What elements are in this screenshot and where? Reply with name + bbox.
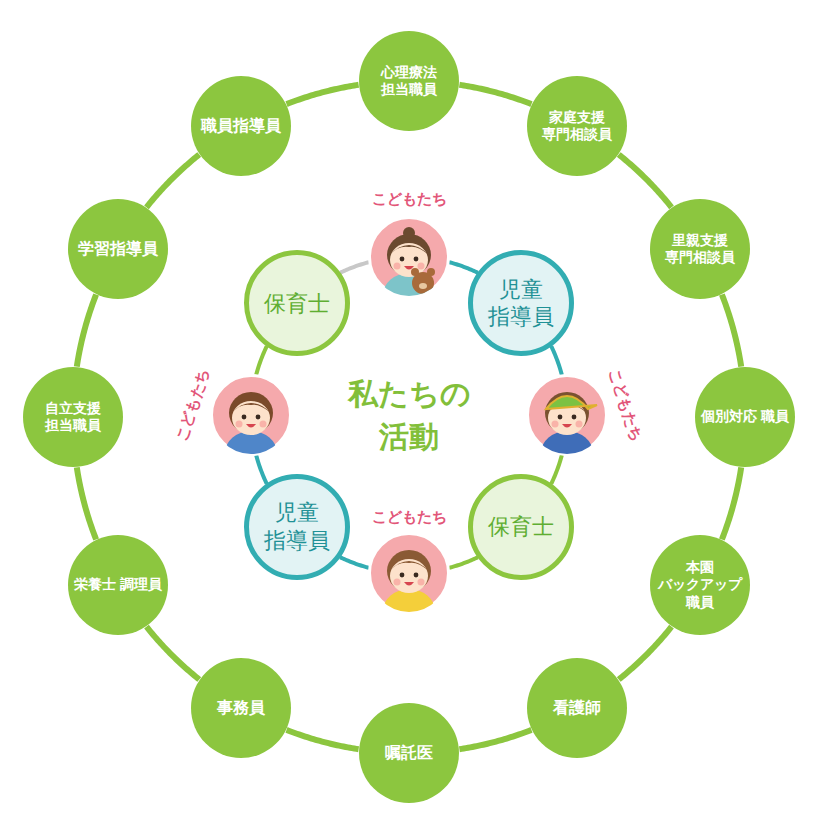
children-circle: こどもたち — [368, 532, 450, 614]
role-name: 里親支援 専門相談員 — [655, 232, 745, 267]
inner-connector — [449, 262, 478, 273]
ring-connector — [459, 85, 531, 104]
circle-outline — [468, 250, 574, 356]
role-name: 本園 バックアップ 職員 — [655, 559, 745, 612]
circle-shape — [68, 199, 168, 299]
circle-shape — [695, 367, 795, 467]
children-label: こどもたち — [372, 508, 447, 527]
ring-connector — [722, 295, 741, 367]
role-name: 個別対応 職員 — [701, 408, 790, 426]
circle-shape — [359, 31, 459, 131]
role-name: 心理療法 担当職員 — [364, 64, 454, 99]
circle-outline — [368, 216, 450, 298]
role-name: 児童 指導員 — [481, 276, 561, 331]
ring-connector — [77, 467, 96, 539]
staff-circle: 嘱託医 — [359, 703, 459, 803]
child-illustration — [225, 392, 277, 475]
ring-connector — [722, 467, 741, 539]
children-circle: こどもたち — [368, 216, 450, 298]
staff-circle: 心理療法 担当職員 — [359, 31, 459, 131]
circle-shape — [650, 199, 750, 299]
staff-circle: 家庭支援 専門相談員 — [527, 76, 627, 176]
circle-shape — [247, 476, 348, 577]
circle-shape — [470, 476, 571, 577]
staff-circle: 職員指導員 — [191, 76, 291, 176]
role-name: 保育士 — [264, 290, 330, 318]
inner-connector — [449, 557, 478, 568]
child-illustration — [541, 392, 597, 475]
circle-shape — [470, 253, 571, 354]
ring-connector — [77, 295, 96, 367]
role-name: 嘱託医 — [385, 743, 433, 763]
child-illustration — [383, 550, 435, 633]
circle-shape — [247, 253, 348, 354]
children-label: こどもたち — [372, 190, 447, 209]
inner-connector — [256, 346, 267, 375]
inner-connector — [340, 262, 369, 273]
children-circle: こどもたち — [210, 374, 292, 456]
role-name: 児童 指導員 — [257, 499, 337, 554]
circle-shape — [191, 76, 291, 176]
role-name: 学習指導員 — [78, 239, 158, 259]
inner-connector — [551, 455, 562, 484]
staff-circle: 個別対応 職員 — [695, 367, 795, 467]
circle-outline — [526, 374, 608, 456]
role-circle: 児童 指導員 — [244, 474, 350, 580]
role-name: 職員指導員 — [201, 116, 281, 136]
child-illustration — [383, 227, 435, 317]
children-label: こどもたち — [172, 366, 213, 443]
staff-circle: 本園 バックアップ 職員 — [650, 535, 750, 635]
circle-outline — [244, 474, 350, 580]
inner-connector — [340, 557, 369, 568]
center-title: 私たちの 活動 — [334, 372, 484, 459]
inner-connector — [551, 346, 562, 375]
role-circle: 保育士 — [468, 474, 574, 580]
ring-connector — [459, 730, 531, 749]
role-circle: 児童 指導員 — [468, 250, 574, 356]
circle-outline — [210, 374, 292, 456]
staff-circle: 事務員 — [191, 658, 291, 758]
staff-circle: 自立支援 担当職員 — [23, 367, 123, 467]
ring-connector — [147, 627, 200, 680]
ring-connector — [147, 155, 200, 208]
circle-shape — [359, 703, 459, 803]
ring-connector — [619, 155, 672, 208]
role-name: 保育士 — [488, 513, 554, 541]
role-name: 事務員 — [217, 698, 265, 718]
circle-shape — [23, 367, 123, 467]
children-label: こどもたち — [604, 366, 645, 443]
circle-shape — [527, 76, 627, 176]
circle-shape — [650, 535, 750, 635]
ring-connector — [619, 627, 672, 680]
children-circle: こどもたち — [526, 374, 608, 456]
circle-shape — [191, 658, 291, 758]
staff-circle: 看護師 — [527, 658, 627, 758]
role-name: 栄養士 調理員 — [74, 576, 163, 594]
role-name: 家庭支援 専門相談員 — [532, 109, 622, 144]
staff-circle: 里親支援 専門相談員 — [650, 199, 750, 299]
ring-connector — [287, 730, 359, 749]
role-circle: 保育士 — [244, 250, 350, 356]
role-name: 自立支援 担当職員 — [28, 400, 118, 435]
inner-connector — [256, 455, 267, 484]
ring-connector — [287, 85, 359, 104]
circle-outline — [368, 532, 450, 614]
staff-circle: 栄養士 調理員 — [68, 535, 168, 635]
circle-shape — [527, 658, 627, 758]
staff-circle: 学習指導員 — [68, 199, 168, 299]
role-name: 看護師 — [553, 698, 601, 718]
circle-shape — [68, 535, 168, 635]
